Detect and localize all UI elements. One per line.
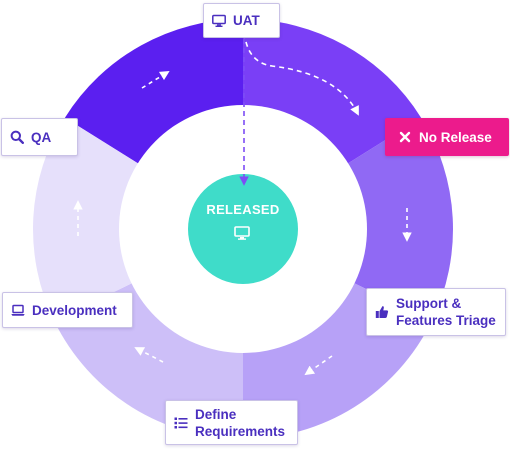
laptop-icon <box>11 303 25 317</box>
monitor-icon <box>212 14 226 28</box>
list-icon <box>174 416 188 430</box>
released-label: RELEASED <box>206 202 280 217</box>
released-circle <box>188 174 298 284</box>
qa-node[interactable]: QA <box>1 118 78 156</box>
qa-label: QA <box>31 129 52 145</box>
support-label-line1: Support & <box>396 296 462 311</box>
define-to-development-arrow <box>134 347 164 363</box>
support-to-define-arrow <box>304 355 333 376</box>
close-icon <box>398 130 412 144</box>
thumbs-up-icon <box>375 305 389 319</box>
search-icon <box>10 130 24 144</box>
monitor-icon <box>234 226 250 240</box>
define-label-line1: Define <box>195 406 237 422</box>
define-requirements-node[interactable]: Define Requirements <box>165 400 298 445</box>
support-node[interactable]: Support & Features Triage <box>366 288 506 336</box>
uat-label: UAT <box>233 13 260 28</box>
no-release-node[interactable]: No Release <box>385 118 509 156</box>
uat-node[interactable]: UAT <box>203 3 280 38</box>
support-label-line2: Features Triage <box>396 313 496 328</box>
no-release-label: No Release <box>419 129 492 145</box>
development-node[interactable]: Development <box>2 292 133 328</box>
define-label-line2: Requirements <box>195 423 286 439</box>
uat-to-no-release-arrow <box>243 23 359 116</box>
development-label: Development <box>32 302 117 318</box>
qa-to-uat-arrow <box>141 70 170 89</box>
